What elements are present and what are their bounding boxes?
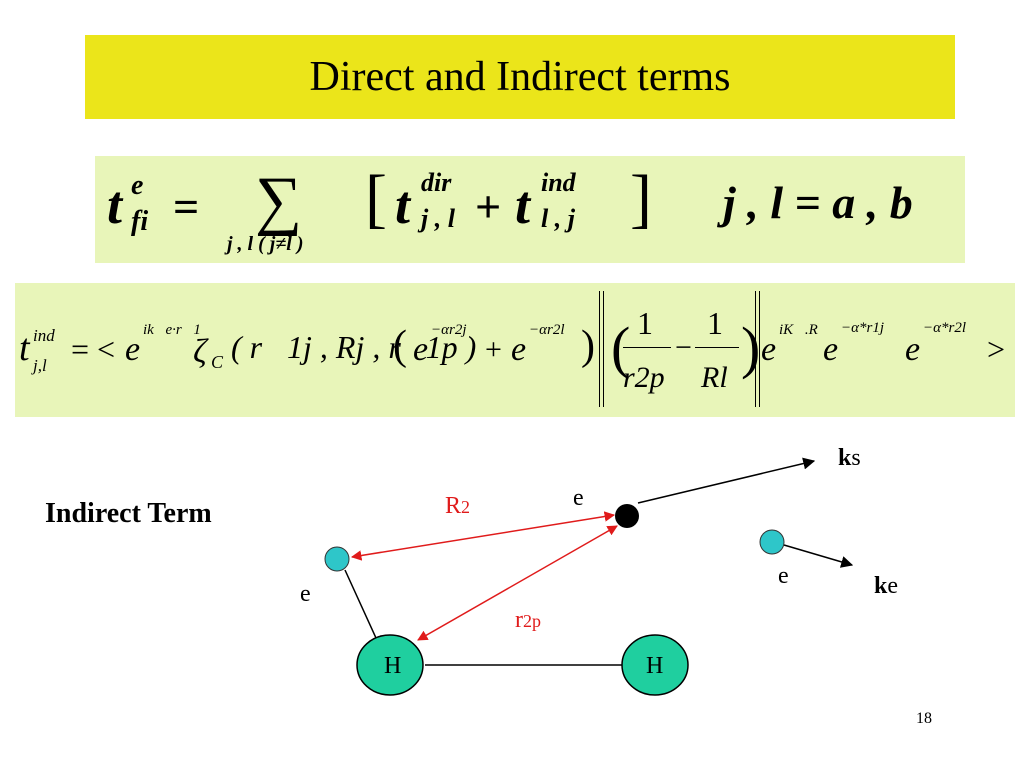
electron-label-left: e — [300, 581, 311, 607]
eq1-sub-fi: fi — [131, 206, 149, 237]
eq2-e6: e — [905, 331, 921, 368]
nucleus-right-label: H — [646, 653, 664, 679]
eq2-eq-lt: = < — [71, 331, 116, 367]
ks-label-s: s — [851, 445, 861, 471]
eq2-frac2-num: 1 — [707, 305, 723, 341]
eq2-paren-close: ) — [581, 323, 595, 369]
r2p-label-main: r — [515, 607, 523, 633]
R2-label-main: R — [445, 493, 462, 519]
eq2-minus: − — [675, 331, 692, 364]
electron-label-top: e — [573, 485, 584, 511]
eq2-e4: e — [761, 331, 777, 368]
eq1-t-ind: t — [515, 175, 531, 235]
eq2-sup-ind: ind — [33, 326, 55, 345]
eq2-zeta-args: ( r⃗1j , Rj , r⃗1p ) — [231, 329, 477, 365]
r2p-label: r2p — [515, 608, 541, 632]
eq1-bracket-open: [ — [365, 162, 387, 235]
eq1-sum-sub: j , l ( j≠l ) — [227, 233, 304, 255]
ke-label: ke — [874, 574, 898, 598]
eq2-zeta-sub: C — [211, 352, 224, 372]
eq1-t-dir: t — [395, 175, 411, 235]
bound-electron-left — [324, 546, 350, 572]
R2-label: R2 — [445, 494, 470, 518]
incident-electron-dot — [615, 504, 639, 528]
slide-title: Direct and Indirect terms — [309, 54, 731, 100]
eq1-sup-e: e — [131, 170, 144, 201]
electron-label-right: e — [778, 563, 789, 589]
eq2-t: t — [19, 327, 30, 369]
eq1-dir-sup: dir — [421, 168, 452, 197]
eq2-e1-exp: ik⃗e·r⃗1 — [143, 322, 201, 338]
equation-direct-indirect-sum: t e fi = ∑ j , l ( j≠l ) [ t dir j , l +… — [95, 156, 965, 263]
eq2-frac-paren-open: ( — [611, 315, 631, 380]
eq1-equals: = — [173, 181, 200, 232]
nucleus-left-label: H — [384, 653, 402, 679]
eq1-bracket-close: ] — [630, 162, 652, 235]
equation-indirect-term: t ind j,l = < e ik⃗e·r⃗1 ζ C ( r⃗1j , Rj… — [15, 283, 1015, 417]
R2-label-sub: 2 — [461, 497, 471, 517]
eq2-e1: e — [125, 331, 141, 368]
eq2-frac2-line — [695, 347, 739, 348]
eq1-t: t — [107, 175, 123, 235]
ks-label: ks — [838, 446, 861, 470]
ks-label-k: k — [838, 445, 852, 471]
hydrogen-nucleus-right — [621, 634, 689, 696]
eq1-plus: + — [475, 181, 502, 232]
electron-h-bond-line — [344, 569, 377, 639]
eq2-e3-exp: −αr2l — [529, 322, 565, 338]
hydrogen-nucleus-left — [356, 634, 424, 696]
eq2-frac1-num: 1 — [637, 305, 653, 341]
eq2-e2-exp: −αr2j — [431, 322, 467, 338]
eq1-condition: j , l = a , b — [723, 177, 913, 228]
eq2-gt: > — [987, 331, 1006, 367]
eq1-sum-symbol: ∑ — [255, 164, 303, 237]
ke-arrow — [783, 544, 854, 568]
eq2-paren-open: ( — [393, 323, 407, 369]
eq1-dir-sub: j , l — [421, 204, 455, 233]
eq2-e5: e — [823, 331, 839, 368]
eq1-ind-sub: l , j — [541, 204, 575, 233]
ks-arrow — [637, 457, 816, 504]
eq2-e6-exp: −α*r2l — [923, 320, 967, 336]
ejected-electron — [759, 529, 785, 555]
eq2-zeta: ζ — [193, 333, 207, 370]
eq2-frac2-den: Rl — [701, 361, 728, 394]
r2p-label-sub: 2p — [523, 611, 541, 631]
eq2-frac1-line — [623, 347, 671, 348]
ke-label-k: k — [874, 573, 888, 599]
eq1-ind-sup: ind — [541, 168, 576, 197]
eq2-e5-exp: −α*r1j — [841, 320, 885, 336]
slide-title-banner: Direct and Indirect terms — [85, 35, 955, 119]
eq2-abs-bar-right — [755, 291, 760, 407]
eq2-frac1-den: r2p — [623, 361, 665, 394]
ke-label-e: e — [887, 573, 899, 599]
eq2-e3: e — [511, 331, 527, 368]
indirect-term-label: Indirect Term — [45, 498, 212, 529]
eq2-abs-bar-left — [599, 291, 604, 407]
eq2-sub-jl: j,l — [33, 356, 47, 375]
eq2-e2: e — [413, 331, 429, 368]
eq2-e4-exp: iK⃗.R⃗ — [779, 322, 830, 338]
eq2-plus: + — [485, 333, 502, 366]
r2p-arrow — [417, 525, 618, 641]
page-number: 18 — [916, 710, 932, 727]
